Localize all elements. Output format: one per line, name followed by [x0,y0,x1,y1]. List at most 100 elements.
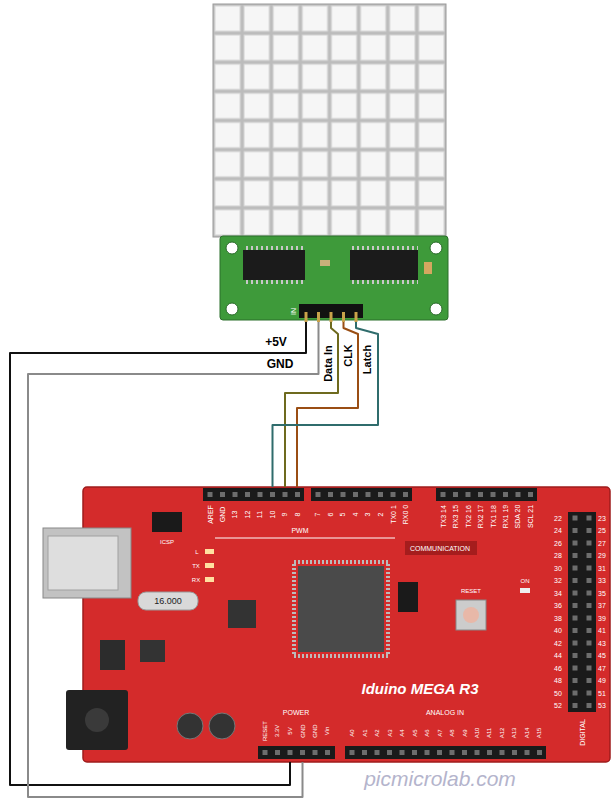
reset-button [463,607,479,623]
pin-label: 40 [554,627,562,634]
module-pcb [243,250,305,280]
dc-jack [85,708,109,732]
pin-label: A1 [362,729,368,736]
pin-label: 11 [257,510,264,517]
pin-label: 44 [554,652,562,659]
pin-headers [568,512,596,712]
pin-label: Vin [325,727,331,736]
module-label: IN [290,308,297,315]
signal-label: Data In [323,345,334,382]
pin-headers [587,516,592,711]
pin-headers [441,492,536,497]
pin-label: 31 [598,565,606,572]
pin-label: 22 [554,515,562,522]
pin-label: A0 [349,729,355,736]
crystal [138,592,198,610]
pin-label: 8 [294,512,301,516]
pin-headers [311,488,412,501]
pin-label: 5V [287,727,293,734]
component-label: 16.000 [154,597,182,606]
pin-label: RX0 0 [402,504,409,523]
usb-connector [43,528,131,598]
pin-label: A14 [524,728,530,739]
pin-label: A9 [462,729,468,736]
component-label: ICSP [160,539,174,545]
pin-label: 25 [598,527,606,534]
component-label: RESET [461,588,481,594]
pin-label: 26 [554,540,562,547]
section-label: POWER [283,709,309,716]
module-pcb [352,246,418,250]
jumper-wire [273,322,379,487]
pin-headers [573,516,578,711]
led-matrix [213,4,446,237]
pin-label: 2 [377,512,384,516]
module-pcb [430,242,442,254]
pin-label: 23 [598,515,606,522]
module-pcb [226,303,238,315]
pin-label: 50 [554,690,562,697]
pin-label: 33 [598,577,606,584]
pin-label: A10 [474,728,480,739]
microcontroller [294,562,388,656]
pin-label: 52 [554,702,562,709]
pin-label: 42 [554,640,562,647]
dc-jack [66,690,128,750]
pin-headers [316,492,411,497]
icsp-header [398,582,418,612]
pin-label: A12 [499,728,505,739]
pin-header [305,312,308,322]
pin-label: 32 [554,577,562,584]
pin-label: 53 [598,702,606,709]
icsp-header [152,512,182,532]
pin-label: 7 [315,512,322,516]
capacitors [209,713,235,739]
pin-header [342,312,345,322]
arduino-board [215,538,395,539]
section-label: ANALOG IN [426,709,464,716]
pin-label: TX0 1 [390,505,397,524]
pin-label: 34 [554,590,562,597]
component-label: ON [521,578,530,584]
capacitors [177,713,203,739]
pin-headers [345,746,546,759]
module-pcb [424,262,432,274]
pin-label: 5 [340,512,347,516]
pin-label: A5 [412,729,418,736]
pin-label: A11 [487,728,493,738]
pin-label: 49 [598,677,606,684]
module-pcb [320,260,330,266]
pin-label: 3.3V [275,725,281,737]
pin-label: 28 [554,552,562,559]
pin-headers [263,750,333,755]
pin-label: GND [300,724,306,737]
pin-headers [258,746,335,759]
status-leds [205,549,214,554]
pin-label: 46 [554,665,562,672]
led-matrix-module: IN [212,4,448,322]
pin-header [317,312,320,322]
pin-label: 29 [598,552,606,559]
pin-header [299,304,363,322]
pin-label: 27 [598,540,606,547]
pin-label: TX1 18 [490,505,497,528]
pin-label: A6 [424,729,430,736]
pin-label: SDA 20 [515,504,522,528]
pin-label: RX3 15 [452,504,459,527]
microcontroller [228,562,388,656]
pin-label: A3 [387,729,393,736]
pin-label: 10 [269,510,276,518]
component-label: TX [192,563,200,569]
module-pcb [352,280,418,284]
pin-label: 4 [352,512,359,516]
pin-label: 45 [598,652,606,659]
pin-label: 35 [598,590,606,597]
jumper-wire [10,322,306,785]
pin-label: 6 [327,512,334,516]
pin-headers [436,488,537,501]
arduino-board [405,541,477,555]
usb-connector [43,528,131,598]
module-pcb [246,246,304,250]
pin-label: 24 [554,527,562,534]
